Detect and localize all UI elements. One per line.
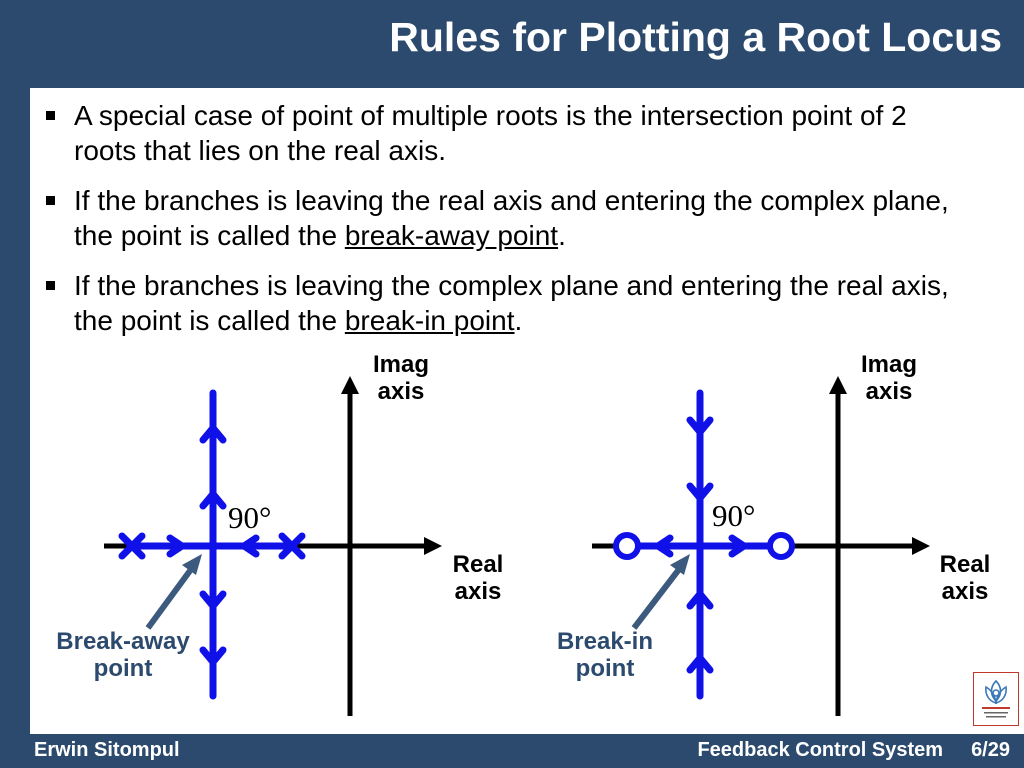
angle-label-right: 90°	[712, 498, 756, 533]
zero-marker-right	[767, 532, 795, 560]
university-logo-icon	[973, 672, 1019, 726]
break-away-term: break-away point	[344, 220, 559, 251]
point-label-line2: point	[575, 655, 635, 682]
bullet-text: If the branches is leaving the real axis…	[74, 185, 949, 251]
bullet-list: A special case of point of multiple root…	[44, 98, 964, 353]
point-label-line1: Break-away	[56, 628, 190, 655]
imag-axis-label-right: Imag axis	[854, 351, 924, 405]
bullet-suffix: .	[514, 305, 523, 336]
footer-author: Erwin Sitompul	[34, 739, 180, 761]
break-in-point-label: Break-in point	[538, 628, 672, 682]
real-axis-label-left: Real axis	[443, 551, 513, 605]
break-in-term: break-in point	[344, 305, 515, 336]
imag-axis-label-line1: Imag	[860, 351, 917, 378]
pole-marker-right	[278, 532, 306, 560]
bullet-suffix: .	[558, 220, 566, 251]
bullet-square-icon	[46, 196, 55, 205]
footer-right: Feedback Control System 6/29	[669, 739, 1010, 762]
zero-marker-left	[613, 532, 641, 560]
point-label-line1: Break-in	[556, 628, 654, 655]
bullet-item: If the branches is leaving the complex p…	[44, 268, 964, 338]
imag-axis-label-line2: axis	[377, 378, 425, 405]
real-axis-label-line2: axis	[454, 578, 502, 605]
slide-content: A special case of point of multiple root…	[30, 88, 1024, 734]
footer-course: Feedback Control System	[697, 739, 944, 761]
break-away-point-label: Break-away point	[42, 628, 204, 682]
bullet-text: A special case of point of multiple root…	[74, 100, 907, 166]
slide-title: Rules for Plotting a Root Locus	[389, 14, 1002, 60]
footer-page-number: 6/29	[971, 739, 1010, 761]
bullet-text: If the branches is leaving the complex p…	[74, 270, 949, 336]
bullet-item: A special case of point of multiple root…	[44, 98, 964, 168]
real-axis-label-line1: Real	[452, 551, 504, 578]
real-axis-label-line2: axis	[941, 578, 989, 605]
bullet-square-icon	[46, 281, 55, 290]
imag-axis-label-line1: Imag	[372, 351, 429, 378]
break-away-pointer-arrow	[145, 554, 202, 630]
title-bar: Rules for Plotting a Root Locus	[0, 0, 1024, 88]
point-label-line2: point	[93, 655, 153, 682]
break-away-diagram	[104, 376, 930, 716]
break-in-pointer-arrow	[631, 554, 690, 630]
imag-axis-label-left: Imag axis	[366, 351, 436, 405]
root-locus-branches-left	[126, 389, 296, 700]
real-axis-label-right: Real axis	[930, 551, 1000, 605]
bullet-square-icon	[46, 111, 55, 120]
real-axis-label-line1: Real	[939, 551, 991, 578]
imag-axis-right	[829, 376, 847, 716]
root-locus-branches-right	[634, 389, 774, 700]
pole-marker-left	[118, 532, 146, 560]
imag-axis-left	[341, 376, 359, 716]
angle-label-left: 90°	[228, 500, 272, 535]
bullet-item: If the branches is leaving the real axis…	[44, 183, 964, 253]
imag-axis-label-line2: axis	[865, 378, 913, 405]
